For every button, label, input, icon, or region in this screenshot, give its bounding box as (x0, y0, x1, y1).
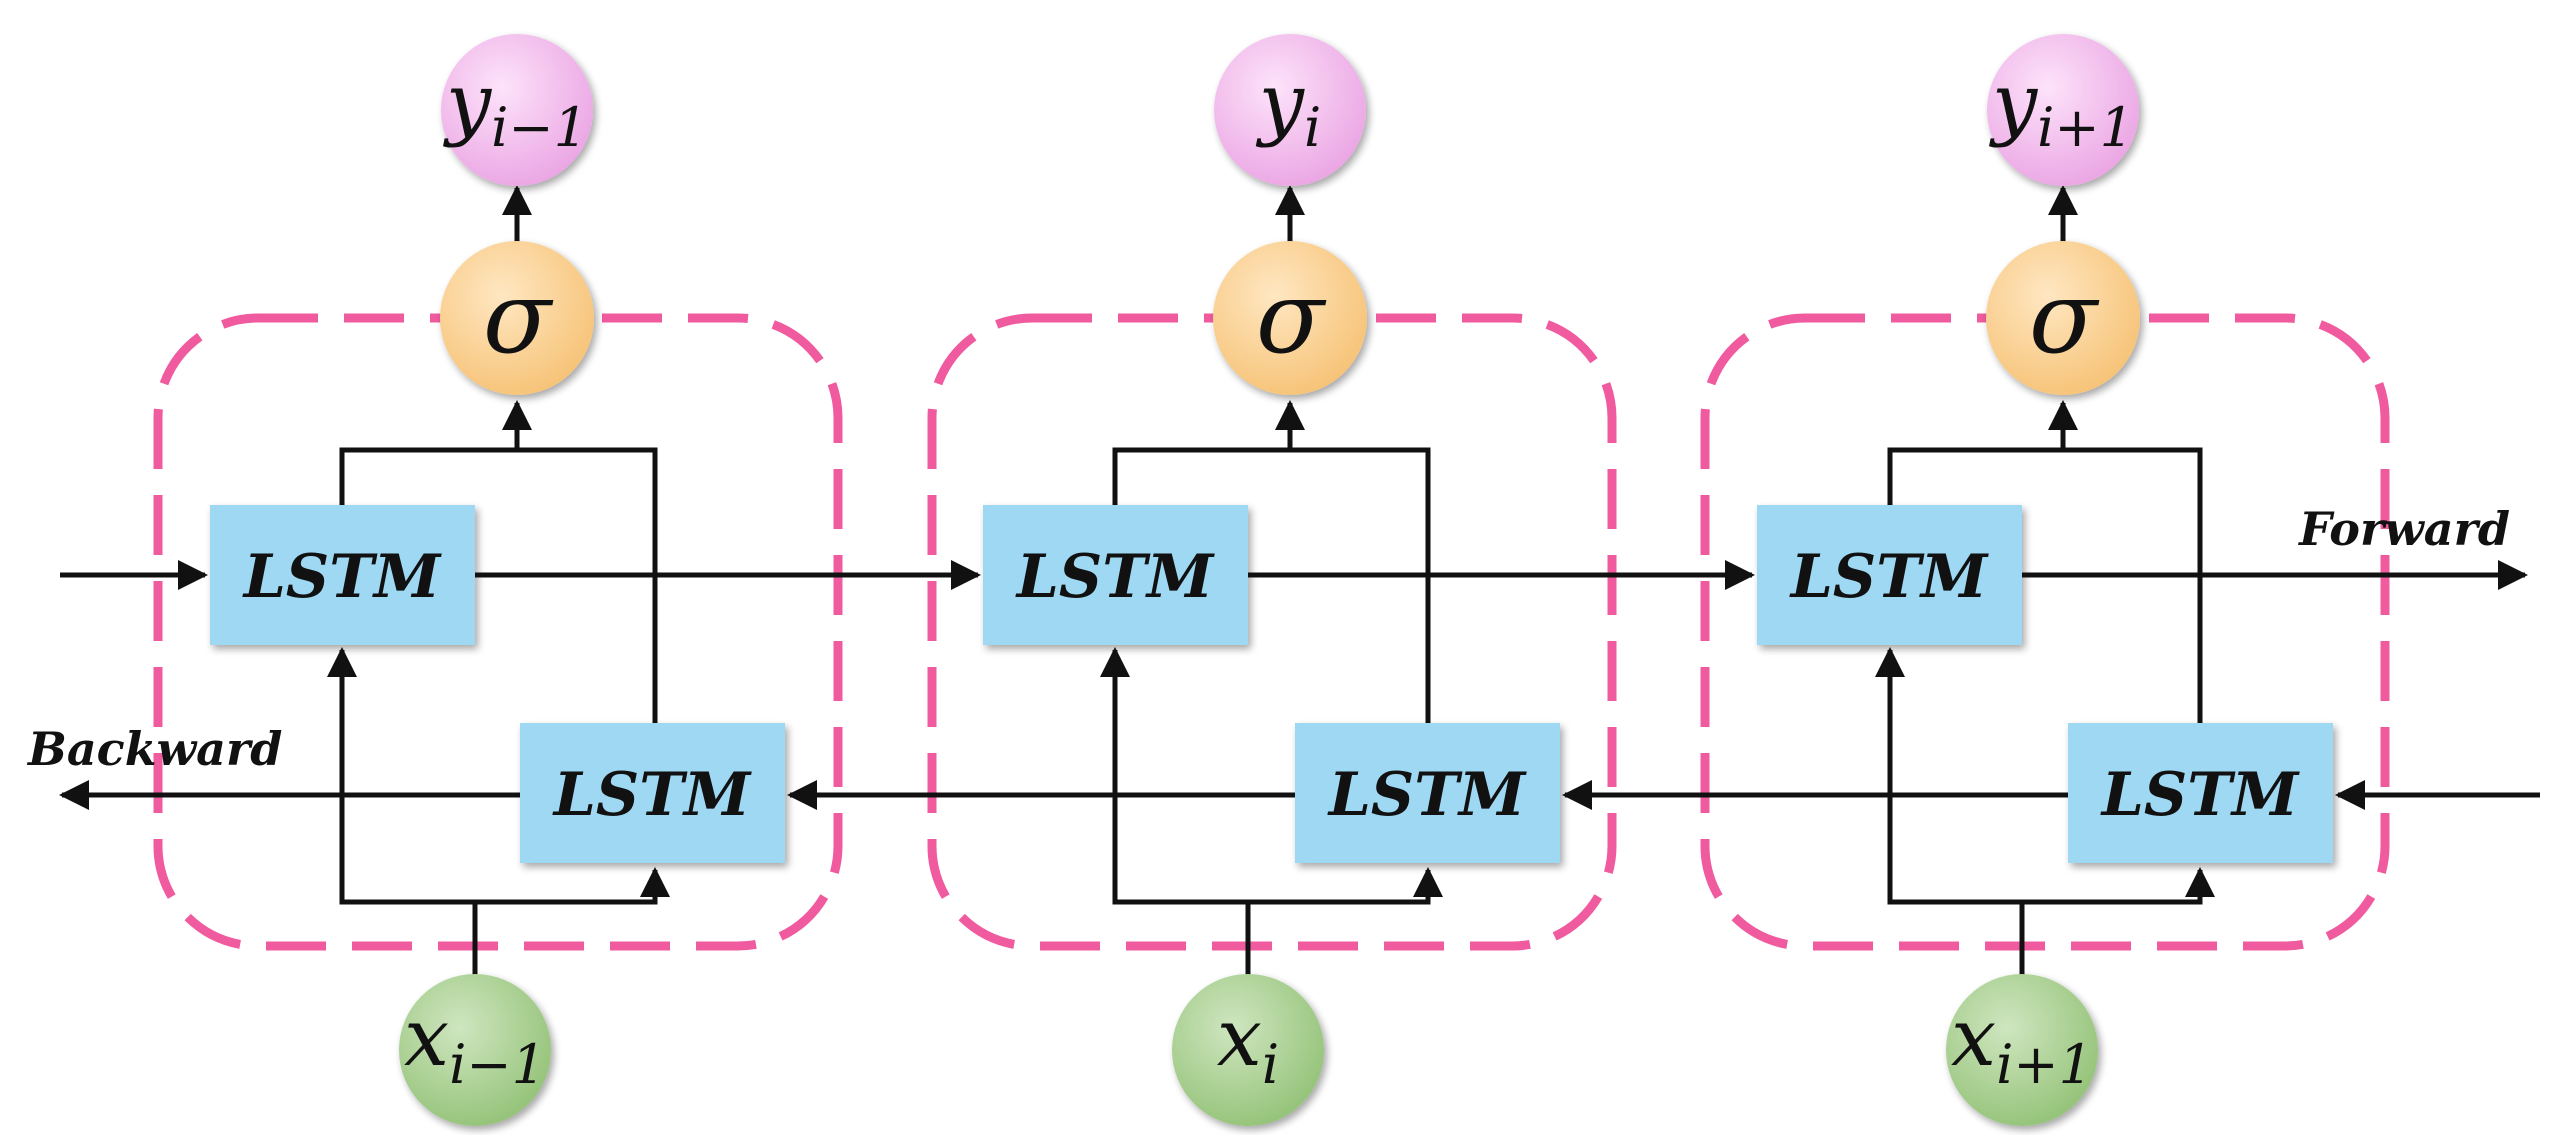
backward-lstm-block: LSTM (520, 723, 785, 863)
cell-frame (153, 313, 843, 951)
input-variable: x (404, 991, 449, 1084)
sigma-symbol: σ (1256, 259, 1327, 376)
lstm-label: LSTM (1015, 542, 1215, 612)
sigma-symbol: σ (2029, 259, 2100, 376)
svg-text:yi: yi (1256, 56, 1321, 159)
input-to-forward-lstm-wire (1100, 647, 1251, 975)
forward-lstm-block: LSTM (210, 505, 475, 645)
input-to-forward-lstm-wire (327, 647, 478, 975)
output-subscript: i (1304, 96, 1321, 159)
sigma-node: σ (1213, 241, 1367, 395)
forward-label: Forward (2297, 502, 2510, 556)
cell-frame (1700, 313, 2390, 951)
input-to-backward-lstm-wire (2022, 867, 2215, 905)
output-variable: y (443, 56, 493, 149)
forward-lstm-block: LSTM (1757, 505, 2022, 645)
sigma-node: σ (440, 241, 594, 395)
forward-output-wire (1887, 447, 2203, 723)
svg-text:xi+1: xi+1 (1951, 991, 2093, 1096)
input-variable: x (1217, 991, 1262, 1084)
backward-lstm-block: LSTM (2068, 723, 2333, 863)
input-to-forward-lstm-wire (1875, 647, 2025, 975)
svg-text:xi−1: xi−1 (404, 991, 546, 1096)
output-node: yi+1 (1987, 34, 2139, 186)
input-to-backward-lstm-wire (475, 867, 670, 905)
svg-text:yi−1: yi−1 (443, 56, 588, 159)
backward-lstm-block: LSTM (1295, 723, 1560, 863)
output-node: yi (1214, 34, 1366, 186)
input-subscript: i (1262, 1033, 1279, 1096)
output-node: yi−1 (441, 34, 593, 186)
forward-lstm-block: LSTM (983, 505, 1248, 645)
output-subscript: i−1 (491, 96, 588, 159)
input-node: xi−1 (399, 974, 551, 1126)
sigma-symbol: σ (483, 259, 554, 376)
input-node: xi (1172, 974, 1324, 1126)
lstm-label: LSTM (552, 760, 752, 830)
cell-step-3: LSTM LSTM σ yi+1 xi+1 (1700, 34, 2390, 1126)
lstm-label: LSTM (2100, 760, 2300, 830)
sigma-node: σ (1986, 241, 2140, 395)
forward-output-wire (339, 447, 658, 723)
output-variable: y (1256, 56, 1306, 149)
backward-label: Backward (26, 722, 282, 776)
forward-output-wire (1112, 447, 1431, 723)
input-subscript: i+1 (1996, 1033, 2093, 1096)
svg-text:yi+1: yi+1 (1989, 56, 2134, 159)
output-subscript: i+1 (2037, 96, 2134, 159)
cell-frame (927, 313, 1617, 951)
output-variable: y (1989, 56, 2039, 149)
cell-step-2: LSTM LSTM σ yi xi (927, 34, 1617, 1126)
lstm-label: LSTM (242, 542, 442, 612)
input-node: xi+1 (1946, 974, 2098, 1126)
cell-step-1: LSTM LSTM σ yi−1 xi−1 (153, 34, 843, 1126)
input-variable: x (1951, 991, 1996, 1084)
input-subscript: i−1 (449, 1033, 546, 1096)
input-to-backward-lstm-wire (1248, 867, 1443, 905)
lstm-label: LSTM (1789, 542, 1989, 612)
svg-text:xi: xi (1217, 991, 1279, 1096)
lstm-label: LSTM (1327, 760, 1527, 830)
